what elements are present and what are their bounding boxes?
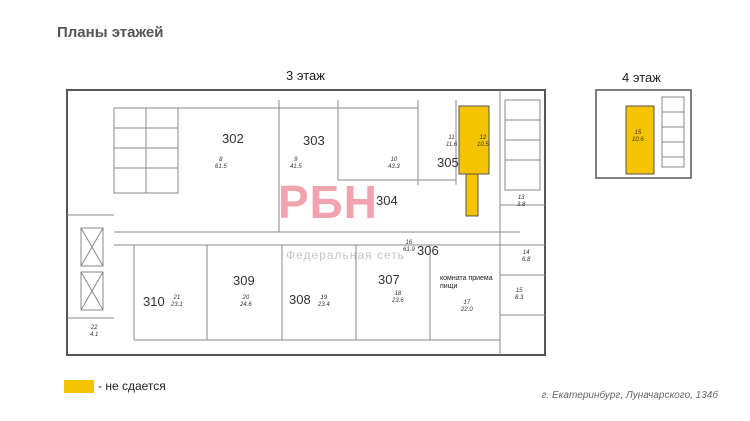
room-306-label: 306 [417,243,439,258]
room-305-label: 305 [437,155,459,170]
dining-room-note: комната приема пищи [440,275,493,290]
page-title: Планы этажей [57,24,164,41]
not-rented-room-floor3 [458,105,490,175]
room-310-label: 310 [143,294,165,309]
floor-4-outline [595,89,692,179]
watermark-logo: РБН [278,176,378,228]
room-302-label: 302 [222,131,244,146]
legend-swatch [64,380,94,393]
not-rented-room-floor4 [625,105,655,175]
room-304-label: 304 [376,193,398,208]
legend-label: - не сдается [98,379,166,393]
floor-4-label: 4 этаж [622,70,661,85]
room-307-label: 307 [378,272,400,287]
room-309-label: 309 [233,273,255,288]
floor-3-label: 3 этаж [286,68,325,83]
watermark-subtitle: Федеральная сеть [286,248,405,262]
floor-3-outline [66,89,546,356]
address-caption: г. Екатеринбург, Луначарского, 134б [541,390,719,401]
room-303-label: 303 [303,133,325,148]
room-308-label: 308 [289,292,311,307]
